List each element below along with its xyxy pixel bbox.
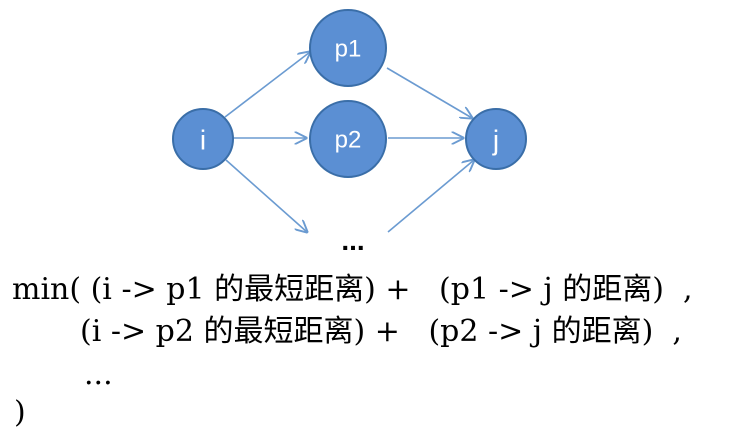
node-p1: p1 [309, 9, 387, 87]
node-p2-circle [309, 100, 387, 178]
node-p1-circle [309, 9, 387, 87]
node-i-label: i [200, 125, 206, 156]
node-i: i [172, 108, 234, 170]
ellipsis-node-label: ... [341, 225, 364, 256]
edge-i-ellipsis [225, 159, 307, 232]
node-j-circle [465, 108, 527, 170]
formula-line-1: min( (i -> p1 的最短距离) + (p1 -> j 的距离) , [12, 272, 693, 307]
edge-p1-j [386, 67, 472, 118]
edge-i-p1 [224, 52, 310, 118]
node-p1-label: p1 [335, 36, 362, 63]
edge-ellipsis-j [387, 160, 474, 233]
formula-line-3: ... [84, 357, 113, 392]
node-p2: p2 [309, 100, 387, 178]
formula-line-4: ) [14, 395, 26, 430]
node-j-label: j [492, 125, 499, 156]
formula-line-2: (i -> p2 的最短距离) + (p2 -> j 的距离) , [80, 314, 682, 349]
node-i-circle [172, 108, 234, 170]
node-j: j [465, 108, 527, 170]
node-p2-label: p2 [335, 127, 362, 154]
